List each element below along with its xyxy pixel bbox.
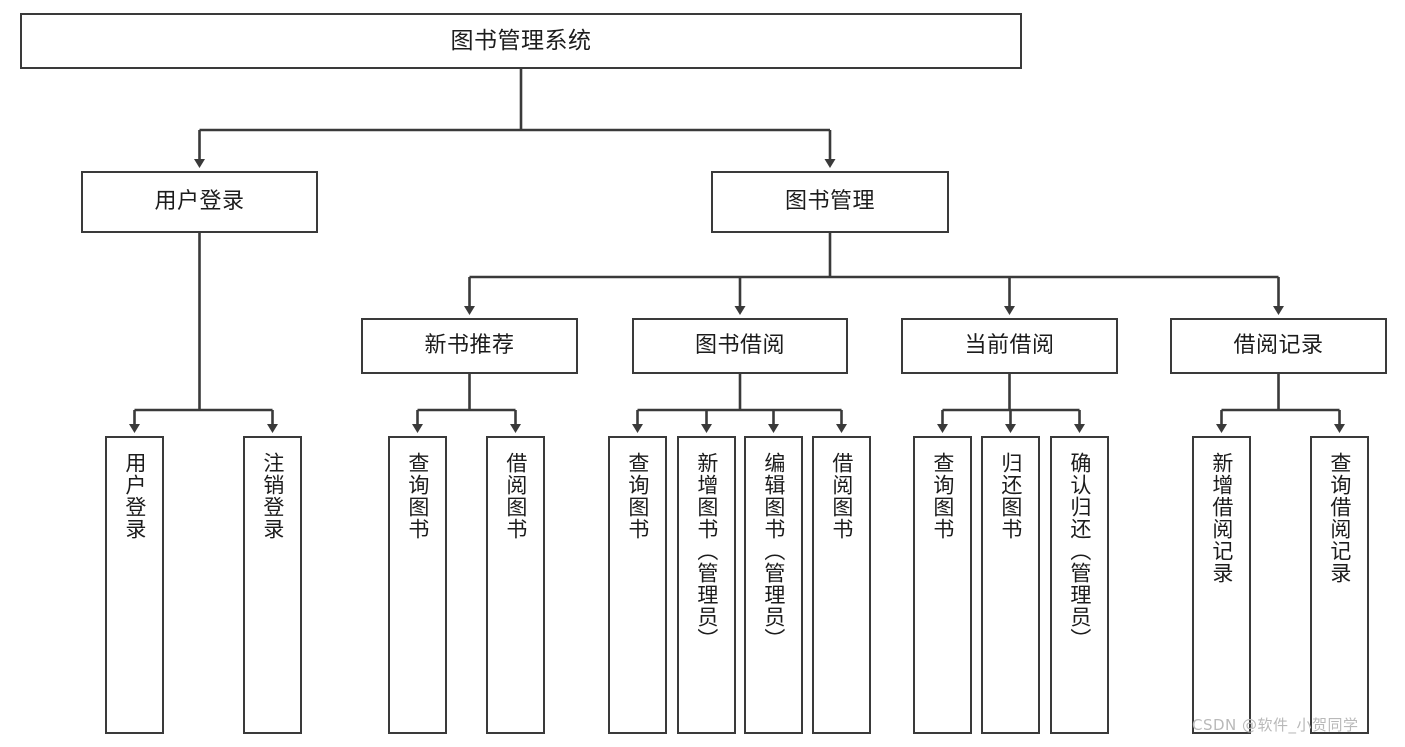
node-label: 新增借阅记录	[1209, 452, 1234, 584]
node-label: 新书推荐	[424, 333, 515, 359]
node-borrow[interactable]: 图书借阅	[632, 318, 848, 374]
node-label: 用户登录	[122, 452, 147, 540]
node-leaf_login1[interactable]: 用户登录	[105, 436, 164, 734]
node-leaf_rc1[interactable]: 新增借阅记录	[1192, 436, 1251, 734]
node-bookmgmt[interactable]: 图书管理	[711, 171, 949, 233]
node-leaf_nb2[interactable]: 借阅图书	[486, 436, 545, 734]
node-label: 借阅图书	[829, 452, 854, 540]
node-label: 归还图书	[998, 452, 1023, 540]
node-label: 查询图书	[930, 452, 955, 540]
node-label: 确认归还（管理员）	[1067, 452, 1092, 650]
csdn-watermark: CSDN @软件_小贺同学	[1192, 716, 1359, 734]
node-label: 新增图书（管理员）	[694, 452, 719, 650]
node-newbook[interactable]: 新书推荐	[361, 318, 578, 374]
node-leaf_br1[interactable]: 查询图书	[608, 436, 667, 734]
node-label: 借阅记录	[1233, 333, 1324, 359]
node-label: 图书管理	[784, 189, 875, 215]
node-label: 当前借阅	[964, 333, 1055, 359]
node-leaf_login2[interactable]: 注销登录	[243, 436, 302, 734]
node-label: 查询图书	[405, 452, 430, 540]
node-leaf_nb1[interactable]: 查询图书	[388, 436, 447, 734]
node-label: 注销登录	[260, 452, 285, 540]
node-leaf_cu2[interactable]: 归还图书	[981, 436, 1040, 734]
node-label: 借阅图书	[503, 452, 528, 540]
node-login[interactable]: 用户登录	[81, 171, 318, 233]
node-current[interactable]: 当前借阅	[901, 318, 1118, 374]
node-leaf_br3[interactable]: 编辑图书（管理员）	[744, 436, 803, 734]
node-label: 编辑图书（管理员）	[761, 452, 786, 650]
node-leaf_br4[interactable]: 借阅图书	[812, 436, 871, 734]
node-leaf_br2[interactable]: 新增图书（管理员）	[677, 436, 736, 734]
node-leaf_cu3[interactable]: 确认归还（管理员）	[1050, 436, 1109, 734]
node-label: 查询借阅记录	[1327, 452, 1352, 584]
node-label: 图书管理系统	[450, 27, 592, 54]
node-label: 查询图书	[625, 452, 650, 540]
node-leaf_rc2[interactable]: 查询借阅记录	[1310, 436, 1369, 734]
node-label: 图书借阅	[694, 333, 785, 359]
node-leaf_cu1[interactable]: 查询图书	[913, 436, 972, 734]
node-root[interactable]: 图书管理系统	[20, 13, 1022, 69]
node-records[interactable]: 借阅记录	[1170, 318, 1387, 374]
node-label: 用户登录	[154, 189, 245, 215]
